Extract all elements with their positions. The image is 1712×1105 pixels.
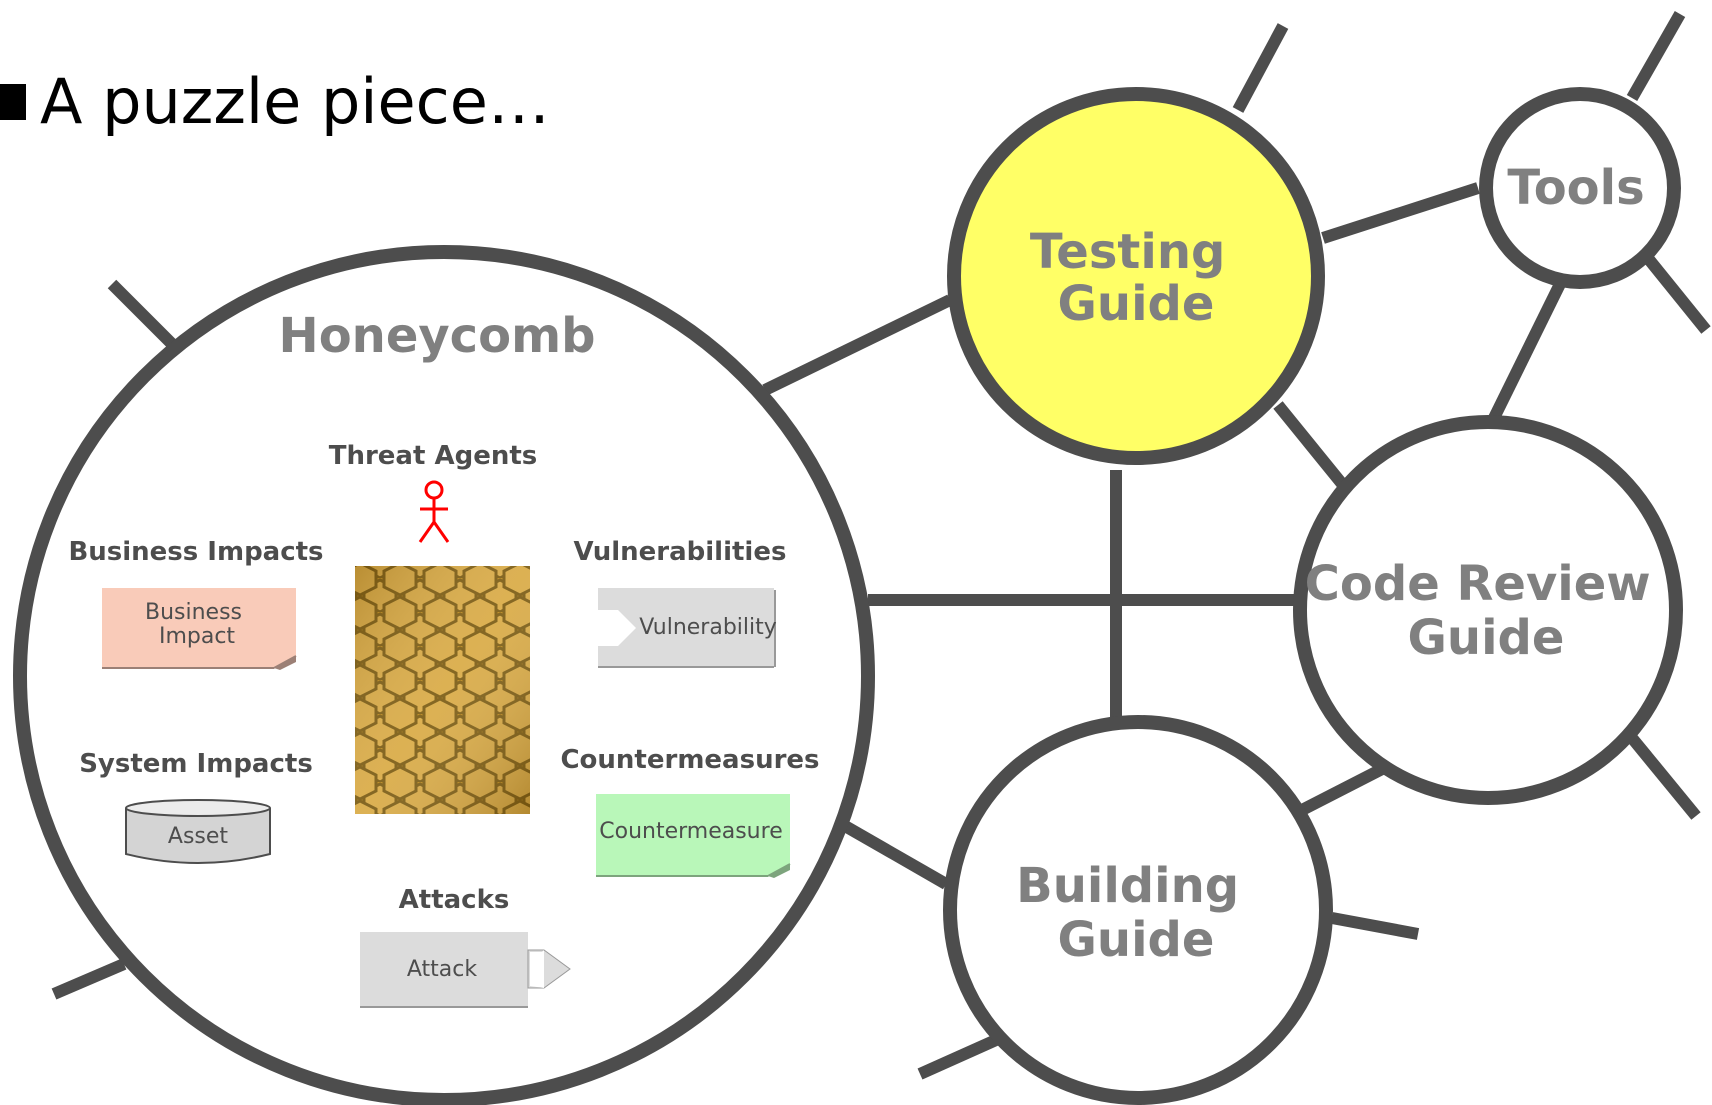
connector-honeycomb-stub-lower-left	[51, 958, 127, 1000]
building-guide-circle	[943, 715, 1333, 1105]
honeycomb-image	[355, 566, 530, 814]
vulnerability-box: Vulnerability	[598, 588, 777, 668]
connector-codereview-stub-bottom	[1627, 734, 1701, 820]
connector-building-stub-right	[1330, 912, 1420, 940]
connector-tools-stub-top	[1626, 11, 1686, 101]
tools-circle	[1479, 87, 1681, 289]
testing-guide-label-line-1: Testing	[1030, 224, 1225, 280]
business-impact-box-label: Business Impact	[145, 600, 249, 649]
building-guide-label: Building Guide	[1016, 858, 1256, 968]
countermeasure-box-label: Countermeasure	[599, 819, 782, 844]
connector-tools-codereview	[1487, 281, 1566, 423]
arrow-right-icon	[598, 610, 636, 646]
countermeasure-note: Countermeasure	[596, 794, 791, 878]
threat-agent-stick-figure-icon	[418, 480, 450, 543]
slide-title: A puzzle piece…	[40, 65, 550, 138]
asset-cylinder: Asset	[125, 799, 271, 864]
attack-box-label: Attack	[407, 957, 477, 982]
code-review-guide-label-line-2: Guide	[1408, 610, 1565, 666]
connectors	[51, 11, 1711, 1080]
bullet-square-icon	[0, 84, 26, 120]
building-guide-label-line-2: Guide	[1058, 912, 1215, 968]
business-impacts-heading: Business Impacts	[68, 537, 323, 567]
testing-guide-circle	[947, 87, 1325, 465]
honeycomb-label: Honeycomb	[279, 308, 596, 364]
connector-codereview-building	[1299, 762, 1387, 816]
connector-testing-tools	[1321, 182, 1480, 244]
business-impact-note: Business Impact	[102, 588, 297, 670]
vulnerabilities-heading: Vulnerabilities	[574, 537, 787, 567]
connector-testing-codereview	[1273, 401, 1352, 494]
title-row: A puzzle piece…	[0, 62, 550, 142]
system-impacts-heading: System Impacts	[79, 749, 313, 779]
connector-testing-stub-top	[1232, 23, 1289, 113]
testing-guide-label-line-2: Guide	[1058, 276, 1215, 332]
connector-honeycomb-testing	[762, 294, 953, 396]
connector-honeycomb-building	[842, 820, 949, 890]
code-review-guide-label-line-1: Code Review	[1305, 556, 1651, 612]
threat-agents-heading: Threat Agents	[329, 441, 538, 471]
attacks-heading: Attacks	[399, 885, 510, 915]
building-guide-label-line-1: Building	[1016, 858, 1239, 914]
code-review-guide-circle	[1293, 415, 1683, 805]
connector-building-stub-lower-left	[917, 1034, 999, 1080]
testing-guide-label: Testing Guide	[1030, 224, 1242, 332]
connector-tools-stub-right	[1642, 253, 1711, 334]
connector-honeycomb-stub-upper-left	[107, 279, 179, 351]
countermeasures-heading: Countermeasures	[560, 745, 819, 775]
code-review-guide-label: Code Review Guide	[1305, 556, 1668, 666]
asset-box-label: Asset	[168, 824, 229, 849]
business-impact-box-line-2: Impact	[159, 624, 235, 649]
vulnerability-box-label: Vulnerability	[639, 615, 777, 640]
tools-label: Tools	[1507, 160, 1644, 216]
attack-box: Attack	[360, 932, 571, 1008]
business-impact-box-line-1: Business	[145, 600, 242, 625]
